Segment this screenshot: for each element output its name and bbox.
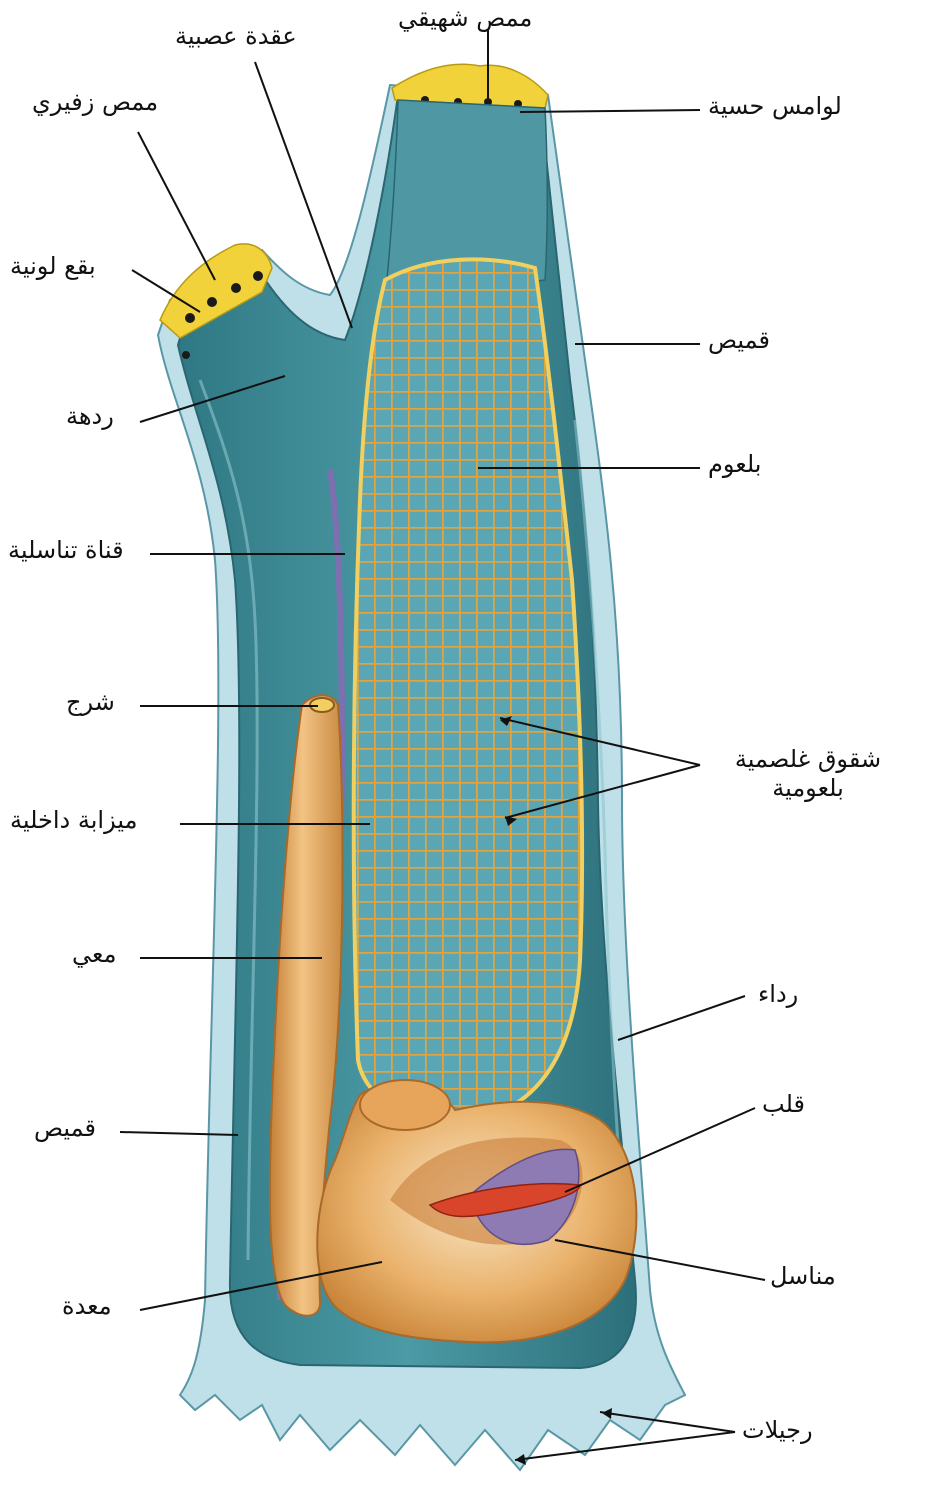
leader-slits-lower [504,764,701,819]
label-intestine: معي [72,940,117,968]
arrow-slits-lower [505,816,517,826]
label-atrial-siphon: ممص زفيري [32,88,159,116]
label-heart: قلب [762,1090,805,1118]
label-pharyngeal-slits-line1: شقوق غلصمية [734,745,882,773]
arrow-stolons-lower [515,1454,526,1465]
atrial-siphon-rim [159,243,273,359]
label-sensory-tentacles: لوامس حسية [708,92,842,120]
leader-atrium [139,375,286,423]
label-pharynx: بلعوم [708,450,762,478]
label-tunic-bottom: قميص [34,1114,96,1142]
arrow-slits-upper [500,716,512,726]
label-endostyle: ميزابة داخلية [10,806,138,834]
leader-sensory-tentacles [519,109,701,113]
leader-stolons-lower [514,1431,736,1461]
label-atrium: ردهة [66,402,114,430]
label-oral-siphon: ممص شهيقي [398,4,533,32]
label-tunic-top: قميص [708,326,770,354]
heart-shape [428,1182,581,1218]
label-pharyngeal-slits-line2: بلعومية [772,773,844,802]
leader-mantle [617,995,746,1041]
leader-slits-upper [499,717,701,766]
leader-stolons-upper [599,1411,736,1433]
label-anus: شرج [66,688,115,716]
label-stomach: معدة [62,1292,112,1320]
leader-stomach [139,1261,383,1311]
arrowheads [500,716,612,1465]
leader-ganglion [254,61,353,329]
leader-pigment-spots [131,269,201,313]
label-mantle: رداء [758,980,799,1008]
leader-lines [119,30,766,1461]
leader-gonads [554,1239,766,1281]
label-genital-duct: قناة تناسلية [8,536,124,564]
pharynx-basket [351,257,584,1123]
arrow-stolons-upper [602,1408,612,1419]
leader-atrial-siphon [137,131,216,281]
label-pigment-spots: بقع لونية [10,252,96,280]
label-pharyngeal-slits: شقوق غلصمية بلعومية [708,745,908,803]
leader-heart [564,1107,756,1193]
label-stolons: رجيلات [742,1416,813,1444]
label-ganglion: عقدة عصبية [175,22,297,50]
label-gonads: مناسل [770,1262,836,1290]
leader-tunic-bottom [119,1131,239,1136]
